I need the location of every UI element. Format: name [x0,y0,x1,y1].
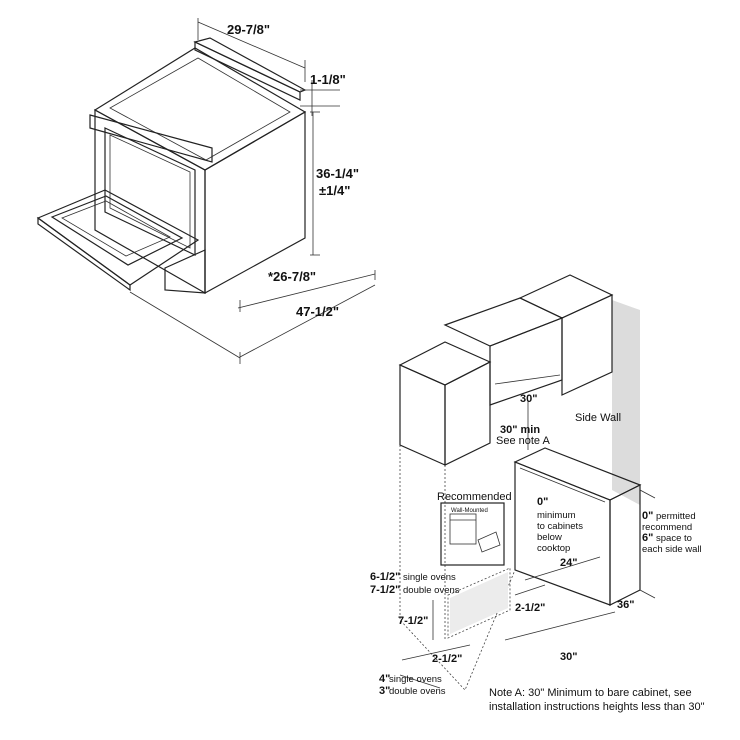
offset-right-label: 2-1/2" [515,602,545,614]
wall-mounted-label: Wall-Mounted [451,508,488,514]
zero-permitted-value: 0" [642,510,653,522]
zero-inch-label: 0" [537,496,548,508]
six-inch-text: space to [656,533,692,544]
bottom-30-label: 30" [560,651,577,663]
three-inch-value: 3" [379,685,390,697]
four-inch-text: single ovens [389,674,442,685]
height-36-label: 36" [617,599,634,611]
recommend-text: recommend [642,522,692,533]
range-top-thickness-label: 1-1/8" [310,72,346,87]
note-a-line2: installation instructions heights less t… [489,701,705,713]
double-ovens-text: double ovens [403,585,460,596]
note-a-line1: Note A: 30" Minimum to bare cabinet, see [489,687,692,699]
range-width-label: 29-7/8" [227,22,270,37]
depth-24-label: 24" [560,557,577,569]
double-ovens-value: 7-1/2" [370,584,400,596]
installation-illustration [398,274,642,691]
range-depth-label: *26-7/8" [268,269,316,284]
recommended-label: Recommended [437,491,512,503]
offset-left-label: 2-1/2" [432,653,462,665]
range-height-tolerance-label: ±1/4" [319,183,350,198]
range-illustration [36,37,307,295]
zero-permitted-text: permitted [656,511,696,522]
min-cabinets-line3: below [537,532,562,543]
min-cabinets-line1: minimum [537,510,576,521]
range-dimension-lines [129,18,376,364]
four-inch-value: 4" [379,673,390,685]
single-ovens-text: single ovens [403,572,456,583]
cabinet-width-label: 30" [520,393,537,405]
height-7-5-label: 7-1/2" [398,615,428,627]
six-inch-value: 6" [642,532,653,544]
range-depth-door-open-label: 47-1/2" [296,304,339,319]
min-cabinets-line4: cooktop [537,543,570,554]
see-note-a-label: See note A [496,435,550,447]
three-inch-text: double ovens [389,686,446,697]
side-wall-label: Side Wall [575,412,621,424]
range-height-label: 36-1/4" [316,166,359,181]
min-clearance-label: 30" min [500,424,540,436]
installation-dimension-lines [399,374,656,689]
single-ovens-value: 6-1/2" [370,571,400,583]
min-cabinets-line2: to cabinets [537,521,583,532]
each-side-wall-text: each side wall [642,544,702,555]
